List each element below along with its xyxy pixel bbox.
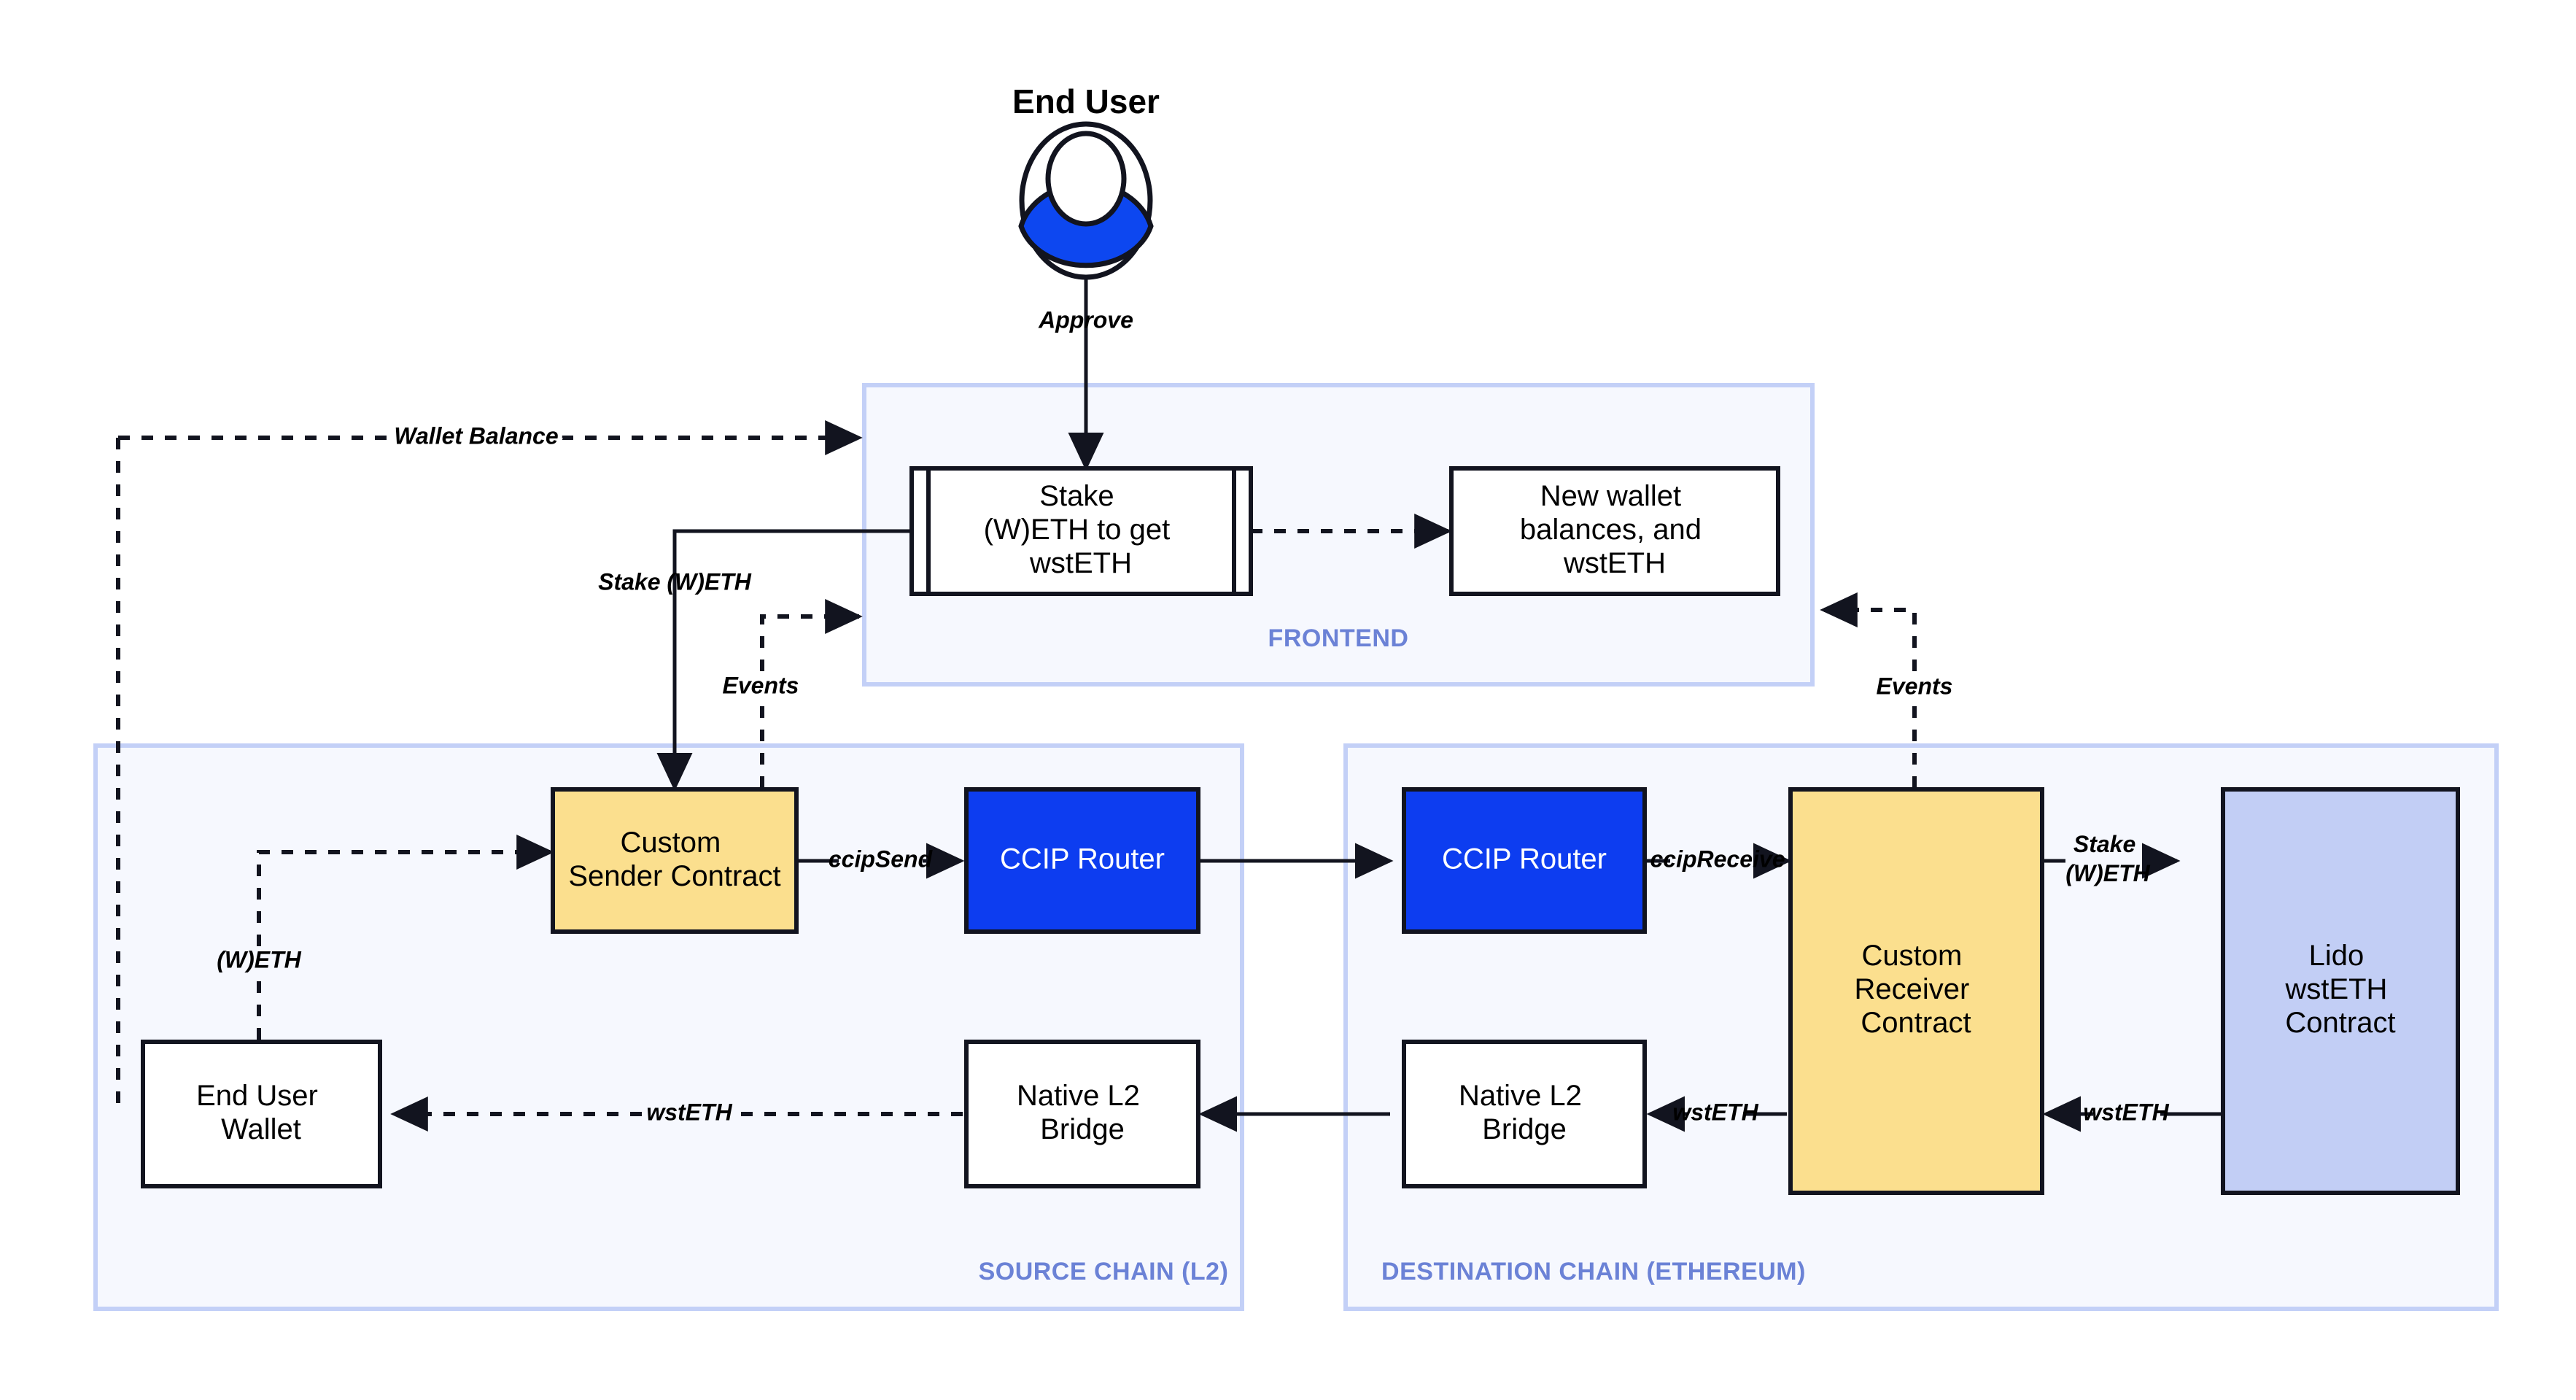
edge-label-stake-weth-destination-line1: Stake xyxy=(2073,831,2135,857)
node-end-user-wallet[interactable]: End User Wallet xyxy=(141,1040,382,1188)
edge-label-ccip-receive: ccipReceive xyxy=(1650,846,1785,872)
node-label-end-user-wallet: End User Wallet xyxy=(196,1080,326,1145)
edge-label-stake-weth-source: Stake (W)ETH xyxy=(598,568,752,595)
node-label-native-l2-bridge-source-line1: Native L2 xyxy=(1017,1080,1140,1112)
node-label-new-balances: New wallet balances, and wstETH xyxy=(1520,480,1710,579)
node-stake-form[interactable]: Stake (W)ETH to get wstETH xyxy=(909,466,1253,596)
end-user-title: End User xyxy=(1012,82,1160,120)
node-label-custom-receiver-contract-line3: Contract xyxy=(1861,1007,1971,1039)
group-label-destination-chain: DESTINATION CHAIN (ETHEREUM) xyxy=(1381,1258,1806,1285)
node-label-stake-form-line1: Stake xyxy=(1039,480,1114,512)
edge-label-wsteth-wallet: wstETH xyxy=(646,1099,732,1125)
node-label-stake-form-line3: wstETH xyxy=(1029,547,1132,579)
edge-approve: Approve xyxy=(1038,277,1133,471)
node-label-new-balances-line1: New wallet xyxy=(1540,480,1681,512)
edge-label-wsteth-lido: wstETH xyxy=(2083,1099,2169,1125)
edge-events-destination: Events xyxy=(1820,592,1957,788)
node-label-custom-receiver-contract: Custom Receiver Contract xyxy=(1855,940,1978,1039)
node-custom-receiver-contract[interactable]: Custom Receiver Contract xyxy=(1788,787,2044,1195)
node-label-custom-receiver-contract-line1: Custom xyxy=(1862,940,1963,972)
edge-label-weth: (W)ETH xyxy=(217,946,301,972)
edge-wsteth-bridge: wstETH xyxy=(1646,1096,1787,1132)
node-label-native-l2-bridge-destination-line2: Bridge xyxy=(1482,1113,1567,1145)
node-label-new-balances-line3: wstETH xyxy=(1563,547,1666,579)
node-label-lido-wsteth-contract: Lido wstETH Contract xyxy=(2284,940,2395,1039)
edge-wallet-balance: Wallet Balance xyxy=(118,418,863,455)
edge-stake-weth-destination: Stake (W)ETH xyxy=(2042,831,2181,886)
edge-label-wsteth-bridge: wstETH xyxy=(1672,1099,1758,1125)
node-label-ccip-router-destination: CCIP Router xyxy=(1442,843,1607,875)
node-lido-wsteth-contract[interactable]: Lido wstETH Contract xyxy=(2221,787,2460,1195)
node-label-ccip-router-source: CCIP Router xyxy=(1000,843,1165,875)
node-label-stake-form-line2: (W)ETH to get xyxy=(984,514,1171,546)
node-label-stake-form: Stake (W)ETH to get wstETH xyxy=(984,480,1179,579)
edge-ccip-receive: ccipReceive xyxy=(1647,843,1792,879)
node-label-lido-wsteth-contract-line3: Contract xyxy=(2285,1007,2395,1039)
node-native-l2-bridge-source[interactable]: Native L2 Bridge xyxy=(964,1040,1200,1188)
group-label-frontend: FRONTEND xyxy=(1268,624,1409,652)
node-label-native-l2-bridge-destination: Native L2 Bridge xyxy=(1459,1080,1590,1145)
group-label-source-chain: SOURCE CHAIN (L2) xyxy=(979,1258,1229,1285)
edge-wsteth-wallet: wstETH xyxy=(390,1097,963,1132)
node-label-end-user-wallet-line1: End User xyxy=(196,1080,318,1112)
node-label-native-l2-bridge-destination-line1: Native L2 xyxy=(1459,1080,1582,1112)
node-native-l2-bridge-destination[interactable]: Native L2 Bridge xyxy=(1402,1040,1647,1188)
node-label-custom-sender-contract-line1: Custom xyxy=(621,827,721,859)
edge-wsteth-lido: wstETH xyxy=(2042,1096,2224,1132)
edge-label-ccip-send: ccipSend xyxy=(829,846,934,872)
edge-stake-weth-source: Stake (W)ETH xyxy=(598,529,912,792)
node-label-native-l2-bridge-source-line2: Bridge xyxy=(1040,1113,1125,1145)
node-ccip-router-destination[interactable]: CCIP Router xyxy=(1402,787,1647,934)
node-label-new-balances-line2: balances, and xyxy=(1520,514,1702,546)
node-new-balances[interactable]: New wallet balances, and wstETH xyxy=(1449,466,1780,596)
node-label-lido-wsteth-contract-line1: Lido xyxy=(2309,940,2364,972)
edge-ccip-send: ccipSend xyxy=(796,843,965,879)
end-user-actor: End User xyxy=(1012,82,1160,280)
edge-label-wallet-balance: Wallet Balance xyxy=(394,422,558,449)
node-label-end-user-wallet-line2: Wallet xyxy=(221,1113,301,1145)
edge-label-stake-weth-destination: Stake (W)ETH xyxy=(2065,831,2150,886)
edge-label-approve: Approve xyxy=(1038,306,1133,333)
edge-weth: (W)ETH xyxy=(212,835,554,1040)
node-custom-sender-contract[interactable]: Custom Sender Contract xyxy=(551,787,799,934)
node-label-custom-sender-contract-line2: Sender Contract xyxy=(568,860,780,892)
edge-label-stake-weth-destination-line2: (W)ETH xyxy=(2065,860,2150,886)
user-avatar-icon xyxy=(1018,121,1154,280)
node-label-native-l2-bridge-source: Native L2 Bridge xyxy=(1017,1080,1148,1145)
edge-events-source: Events xyxy=(718,599,863,788)
node-label-custom-receiver-contract-line2: Receiver xyxy=(1855,973,1970,1005)
node-ccip-router-source[interactable]: CCIP Router xyxy=(964,787,1200,934)
edge-label-events-source: Events xyxy=(723,672,799,698)
node-label-custom-sender-contract: Custom Sender Contract xyxy=(568,827,780,892)
node-label-lido-wsteth-contract-line2: wstETH xyxy=(2284,973,2387,1005)
edge-label-events-destination: Events xyxy=(1877,673,1953,699)
